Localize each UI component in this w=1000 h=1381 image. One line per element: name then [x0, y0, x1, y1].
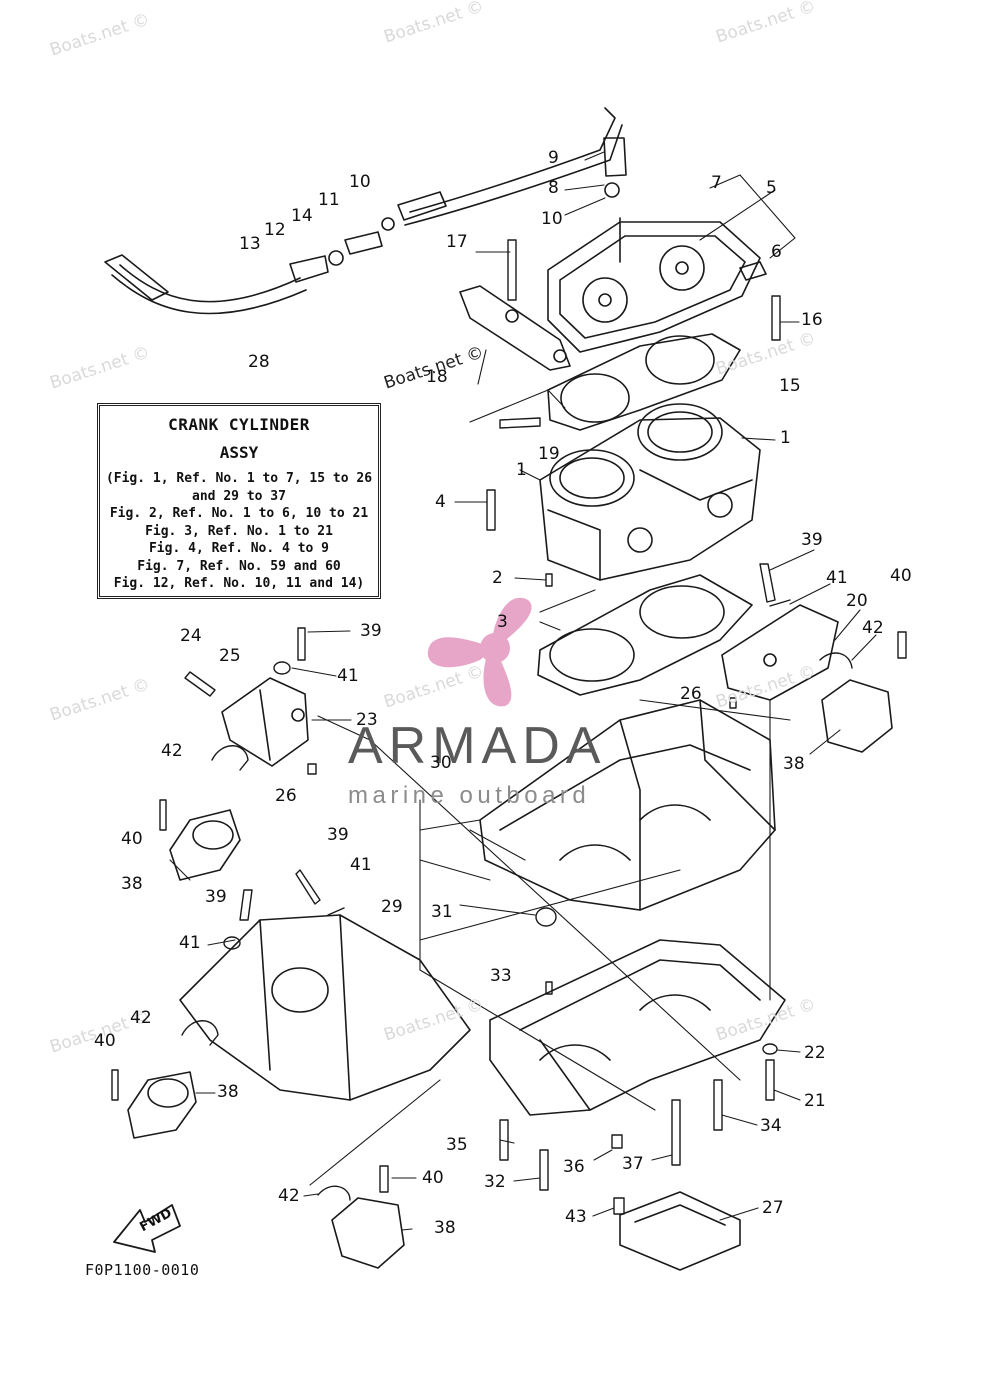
callout-number: 10 [349, 172, 371, 192]
assembly-info-box: CRANK CYLINDER ASSY (Fig. 1, Ref. No. 1 … [97, 403, 381, 599]
callout-number: 40 [121, 829, 143, 849]
callout-number: 30 [430, 753, 452, 773]
armada-logo-tagline: marine outboard [348, 782, 591, 809]
callout-number: 1 [516, 460, 527, 480]
lower-crankcase [489, 939, 786, 1116]
callout-number: 21 [804, 1091, 826, 1111]
callout-number: 32 [484, 1172, 506, 1192]
engine-mount-rubber-bottom [331, 1197, 405, 1269]
rear-housing [179, 914, 471, 1101]
callout-28: 28 [248, 352, 270, 372]
callout-number: 4 [435, 492, 446, 512]
callout-number: 42 [130, 1008, 152, 1028]
callout-number: 17 [446, 232, 468, 252]
callout-number: 38 [434, 1218, 456, 1238]
callout-number: 38 [121, 874, 143, 894]
callout-number: 9 [548, 148, 559, 168]
breather-hose [104, 107, 627, 315]
callout-number: 34 [760, 1116, 782, 1136]
callout-number: 15 [779, 376, 801, 396]
cylinder-head [459, 217, 767, 371]
callout-number: 18 [426, 367, 448, 387]
callout-number: 39 [205, 887, 227, 907]
callout-number: 42 [862, 618, 884, 638]
callout-number: 26 [275, 786, 297, 806]
callout-number: 11 [318, 190, 340, 210]
callout-number: 5 [766, 178, 777, 198]
callout-number: 14 [291, 206, 313, 226]
callout-number: 38 [217, 1082, 239, 1102]
figure-code: F0P1100-0010 [85, 1261, 200, 1279]
callout-number: 16 [801, 310, 823, 330]
callout-number: 33 [490, 966, 512, 986]
callout-number: 40 [94, 1031, 116, 1051]
leader-lines [169, 151, 877, 1231]
callout-number: 29 [381, 897, 403, 917]
engine-mount-bracket-front [221, 677, 309, 767]
callout-number: 39 [360, 621, 382, 641]
callout-number: 8 [548, 178, 559, 198]
callout-number: 42 [161, 741, 183, 761]
forward-arrow [113, 1204, 181, 1253]
engine-mount-rubber-lower-left [127, 1071, 197, 1139]
assembly-ref-line: Fig. 3, Ref. No. 1 to 21 [145, 523, 333, 539]
callout-number: 36 [563, 1157, 585, 1177]
head-gasket [547, 333, 741, 431]
callout-number: 35 [446, 1135, 468, 1155]
cylinder-block [539, 403, 761, 581]
callout-number: 2 [492, 568, 503, 588]
callout-number: 41 [337, 666, 359, 686]
base-gasket [537, 574, 753, 696]
callout-number: 42 [278, 1186, 300, 1206]
callout-number: 6 [771, 242, 782, 262]
assembly-ref-line: Fig. 2, Ref. No. 1 to 6, 10 to 21 [109, 506, 369, 521]
assembly-ref-list: (Fig. 1, Ref. No. 1 to 7, 15 to 26 and 2… [100, 470, 378, 593]
bolts [111, 239, 907, 1215]
callout-number: 40 [422, 1168, 444, 1188]
callout-number: 20 [846, 591, 868, 611]
callout-number: 41 [826, 568, 848, 588]
callout-number: 43 [565, 1207, 587, 1227]
assembly-ref-line: Fig. 7, Ref. No. 59 and 60 [137, 558, 341, 574]
small-parts [181, 573, 853, 1201]
callout-number: 22 [804, 1043, 826, 1063]
callout-number: 37 [622, 1154, 644, 1174]
cover-plate [619, 1191, 741, 1271]
callout-number: 27 [762, 1198, 784, 1218]
upper-crankcase [479, 699, 776, 911]
engine-mount-bracket-rear [721, 604, 839, 701]
callout-number: 26 [680, 684, 702, 704]
callout-number: 25 [219, 646, 241, 666]
callout-number: 23 [356, 710, 378, 730]
callout-number: 38 [783, 754, 805, 774]
assembly-ref-line: Fig. 4, Ref. No. 4 to 9 [148, 541, 329, 556]
assembly-ref-line: and 29 to 37 [192, 488, 286, 504]
callout-number: 12 [264, 220, 286, 240]
armada-logo-name: ARMADA [348, 717, 607, 775]
callout-number: 31 [431, 902, 453, 922]
callout-number: 40 [890, 566, 912, 586]
callout-number: 41 [179, 933, 201, 953]
callout-number: 39 [801, 530, 823, 550]
assembly-title: CRANK CYLINDER [168, 415, 310, 434]
callout-number: 41 [350, 855, 372, 875]
assembly-subtitle: ASSY [219, 443, 259, 462]
armada-logo-mark [427, 597, 532, 707]
callout-number: 10 [541, 209, 563, 229]
callout-number: 13 [239, 234, 261, 254]
engine-mount-rubber-left [169, 809, 241, 881]
callout-number: 19 [538, 444, 560, 464]
assembly-ref-line: Fig. 12, Ref. No. 10, 11 and 14) [113, 576, 365, 591]
assembly-ref-line: (Fig. 1, Ref. No. 1 to 7, 15 to 26 [105, 471, 373, 486]
callout-number: 7 [711, 173, 722, 193]
engine-mount-rubber-right [821, 679, 893, 753]
callout-number: 3 [497, 612, 508, 632]
callout-number: 1 [780, 428, 791, 448]
callout-number: 24 [180, 626, 202, 646]
callout-number: 39 [327, 825, 349, 845]
